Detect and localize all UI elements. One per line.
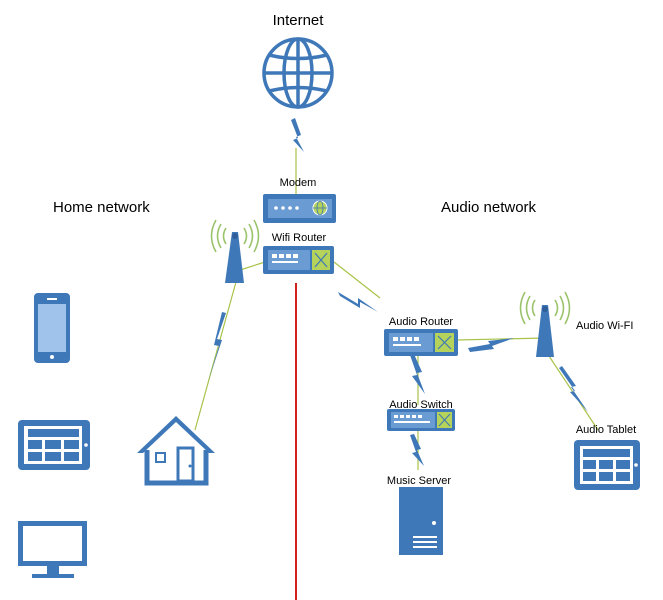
- signal-bolts: [208, 118, 588, 466]
- audio-antenna-icon: [519, 291, 571, 357]
- audio-tablet-label: Audio Tablet: [576, 424, 636, 436]
- bolt-router-switch: [410, 354, 425, 394]
- house-icon: [137, 416, 215, 486]
- internet-label: Internet: [273, 12, 325, 29]
- audio-switch-label: Audio Switch: [389, 399, 453, 411]
- audio-network-label: Audio network: [441, 199, 537, 216]
- wifi-router-label: Wifi Router: [272, 232, 327, 244]
- tablet-icon: [18, 420, 90, 470]
- bolt-internet-modem: [291, 118, 304, 152]
- antenna-tower-icon: [210, 219, 260, 283]
- modem-icon: [263, 194, 336, 223]
- phone-icon: [34, 293, 70, 363]
- monitor-icon: [18, 521, 87, 578]
- modem-label: Modem: [280, 177, 317, 189]
- home-network-label: Home network: [53, 199, 150, 216]
- bolt-wifi-tablet: [559, 366, 588, 412]
- bolt-switch-server: [410, 434, 424, 466]
- wifi-router-icon: [263, 246, 334, 274]
- server-icon: [399, 487, 443, 555]
- globe-icon: [262, 37, 334, 109]
- audio-wifi-label: Audio Wi-FI: [576, 320, 633, 332]
- music-server-label: Music Server: [387, 475, 452, 487]
- audio-switch-icon: [387, 409, 455, 431]
- audio-router-icon: [384, 329, 458, 356]
- audio-router-label: Audio Router: [389, 316, 454, 328]
- audio-tablet-icon: [574, 440, 640, 490]
- bolt-audio-wifi: [468, 338, 514, 352]
- bolt-router-audio: [338, 292, 378, 312]
